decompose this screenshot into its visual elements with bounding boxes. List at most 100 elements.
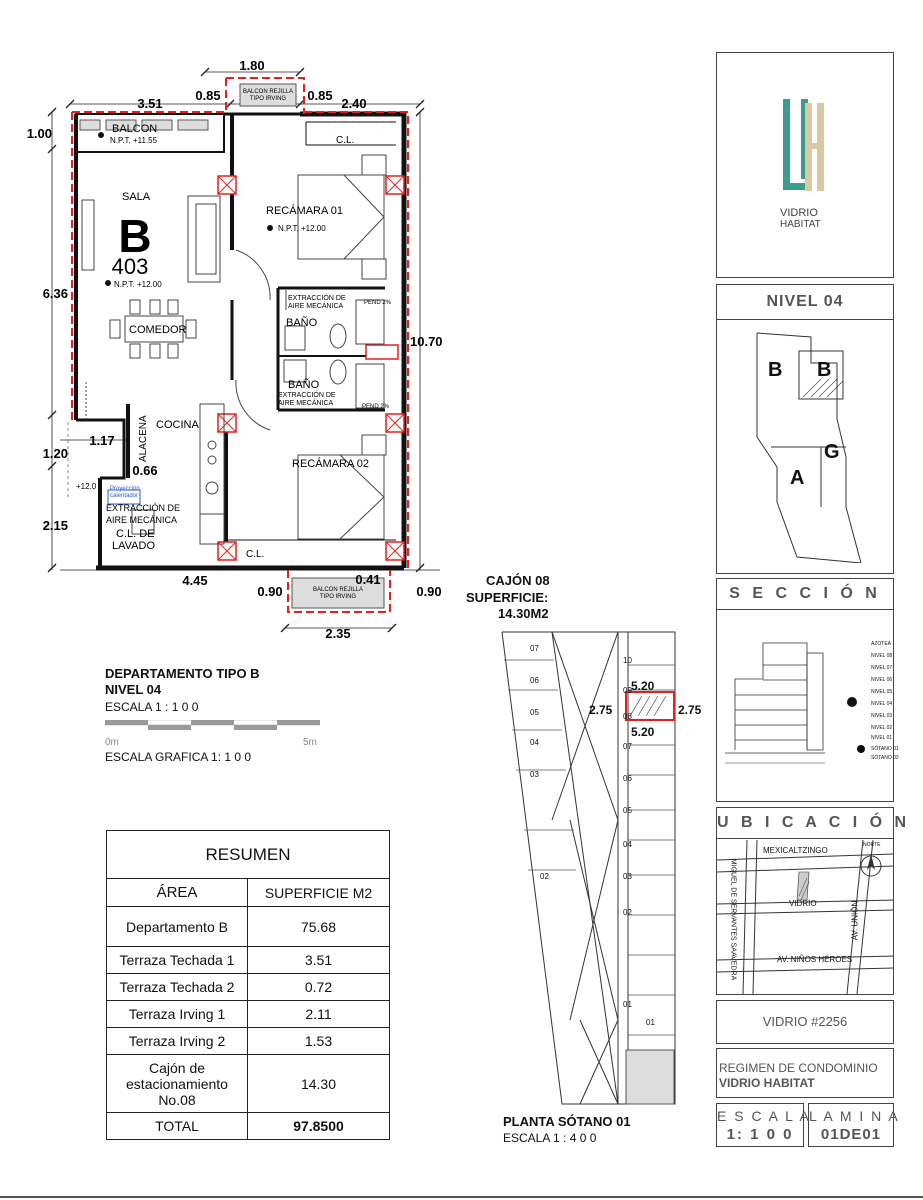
proyeccion-label: Proyección xyxy=(110,486,140,492)
resumen-value: 2.11 xyxy=(247,1000,390,1028)
superficie-value: 14.30M2 xyxy=(498,606,549,621)
regimen-line-1: REGIMEN DE CONDOMINIO xyxy=(719,1061,878,1075)
tipo-irving-bot: TIPO IRVING xyxy=(320,594,357,600)
parking-drawing xyxy=(501,631,676,1105)
parking-left-number: 03 xyxy=(530,770,539,779)
parking-caption-1: PLANTA SÓTANO 01 xyxy=(503,1114,631,1129)
dim-1-20: 1.20 xyxy=(43,446,68,461)
parking-left-number: 04 xyxy=(530,738,539,747)
cl-top: C.L. xyxy=(336,135,354,146)
resumen-header-superficie: SUPERFICIE M2 xyxy=(247,878,390,907)
street-vidrio: VIDRIO xyxy=(789,899,817,908)
resumen-area: Terraza Techada 2 xyxy=(106,973,248,1001)
alacena-label: ALACENA xyxy=(138,415,149,462)
extraccion2-a: EXTRACCIÓN DE xyxy=(278,390,336,399)
plan-title-2: NIVEL 04 xyxy=(105,682,162,697)
parking-dim-5-20-top: 5.20 xyxy=(631,679,655,693)
parking-right-number: 03 xyxy=(623,872,632,881)
dim-2-40: 2.40 xyxy=(341,96,366,111)
dim-0-90-right: 0.90 xyxy=(416,584,441,599)
parking-left-number: 06 xyxy=(530,676,539,685)
parking-right-number: 01 xyxy=(623,1000,632,1009)
floor-plan-drawing: 1.80 3.51 0.85 0.85 2.40 1.00 6.36 1.20 … xyxy=(27,58,443,641)
resumen-header-area: ÁREA xyxy=(106,878,248,907)
dim-0-66: 0.66 xyxy=(132,463,157,478)
section-marker-sotano xyxy=(857,745,865,753)
key-label-a: A xyxy=(790,467,805,489)
resumen-area: Cajón de estacionamiento No.08 xyxy=(106,1054,248,1113)
lamina-value: 01DE01 xyxy=(820,1126,882,1143)
dim-1-00: 1.00 xyxy=(27,126,52,141)
balcon-rejilla-bot: BALCON REJILLA xyxy=(313,587,363,593)
bano1-label: BAÑO xyxy=(286,316,318,329)
parking-right-number: 09 xyxy=(623,686,632,695)
resumen-area: Departamento B xyxy=(106,906,248,947)
resumen-value: 0.72 xyxy=(247,973,390,1001)
scale-bar-start: 0m xyxy=(105,737,119,748)
ubicacion-panel: U B I C A C I Ó N MEXICALTZINGO VIDRIO A… xyxy=(716,807,911,995)
ubicacion-title: U B I C A C I Ó N xyxy=(717,814,911,831)
unit-number: 403 xyxy=(112,254,149,279)
section-level: NIVEL 04 xyxy=(871,701,893,707)
address-panel: VIDRIO #2256 xyxy=(716,1000,894,1044)
extraccion3-b: AIRE MECÁNICA xyxy=(106,515,177,525)
street-union: AV. UNIÓN xyxy=(850,900,860,941)
resumen-value: 14.30 xyxy=(247,1054,390,1113)
address-text: VIDRIO #2256 xyxy=(762,1014,848,1029)
extraccion2-b: AIRE MECÁNICA xyxy=(278,398,334,407)
dim-3-51: 3.51 xyxy=(137,96,162,111)
lamina-panel: L A M I N A 01DE01 xyxy=(808,1103,898,1147)
dim-0-41: 0.41 xyxy=(355,572,380,587)
bano2-label: BAÑO xyxy=(288,378,320,391)
regimen-panel: REGIMEN DE CONDOMINIO VIDRIO HABITAT xyxy=(716,1048,894,1098)
dim-2-35: 2.35 xyxy=(325,626,350,641)
plan-escala: ESCALA 1 : 1 0 0 xyxy=(105,700,199,714)
section-level: NIVEL 02 xyxy=(871,725,893,731)
superficie-title: SUPERFICIE: xyxy=(466,590,549,605)
cocina-label: COCINA xyxy=(156,419,199,431)
escala-value: 1: 1 0 0 xyxy=(726,1126,794,1143)
resumen-value: 3.51 xyxy=(247,946,390,974)
dim-6-36: 6.36 xyxy=(43,286,68,301)
parking-right-number: 01 xyxy=(646,1018,655,1027)
key-label-b-right: B xyxy=(817,359,832,381)
section-drawing xyxy=(725,635,825,765)
resumen-area: Terraza Irving 1 xyxy=(106,1000,248,1028)
parking-right-number: 10 xyxy=(623,656,632,665)
parking-right-number: 05 xyxy=(623,806,632,815)
resumen-value: 75.68 xyxy=(247,906,390,947)
parking-left-number: 02 xyxy=(540,872,549,881)
key-label-b-left: B xyxy=(768,359,783,381)
logo-text-1: VIDRIO xyxy=(780,207,818,219)
parking-right-number: 06 xyxy=(623,774,632,783)
logo-text-2: HABITAT xyxy=(780,219,821,230)
balcon-rejilla-top: BALCON REJILLA xyxy=(243,89,293,95)
cajon-title: CAJÓN 08 xyxy=(486,573,550,588)
regimen-line-2: VIDRIO HABITAT xyxy=(719,1076,815,1090)
location-map xyxy=(716,839,894,995)
cl-lavado-2: LAVADO xyxy=(112,540,155,552)
logo-mark xyxy=(781,95,825,203)
section-level: NIVEL 06 xyxy=(871,677,893,683)
section-level: NIVEL 03 xyxy=(871,713,893,719)
unit-letter: B xyxy=(118,210,151,262)
parking-caption-2: ESCALA 1 : 4 0 0 xyxy=(503,1131,597,1145)
parking-right-number: 07 xyxy=(623,742,632,751)
scale-bar-end: 5m xyxy=(303,737,317,748)
section-level: AZOTEA xyxy=(871,641,892,647)
resumen-area: Terraza Irving 2 xyxy=(106,1027,248,1055)
escala-panel: E S C A L A 1: 1 0 0 xyxy=(716,1103,809,1147)
scale-bar xyxy=(104,719,321,734)
divider xyxy=(717,838,893,839)
resumen-title: RESUMEN xyxy=(106,830,390,879)
extraccion1-b: AIRE MECÁNICA xyxy=(288,301,344,310)
dim-4-45: 4.45 xyxy=(182,573,207,588)
parking-dim-2-75-left: 2.75 xyxy=(589,703,613,717)
cl-bottom: C.L. xyxy=(246,549,264,560)
extraccion3-a: EXTRACCIÓN DE xyxy=(106,503,180,513)
